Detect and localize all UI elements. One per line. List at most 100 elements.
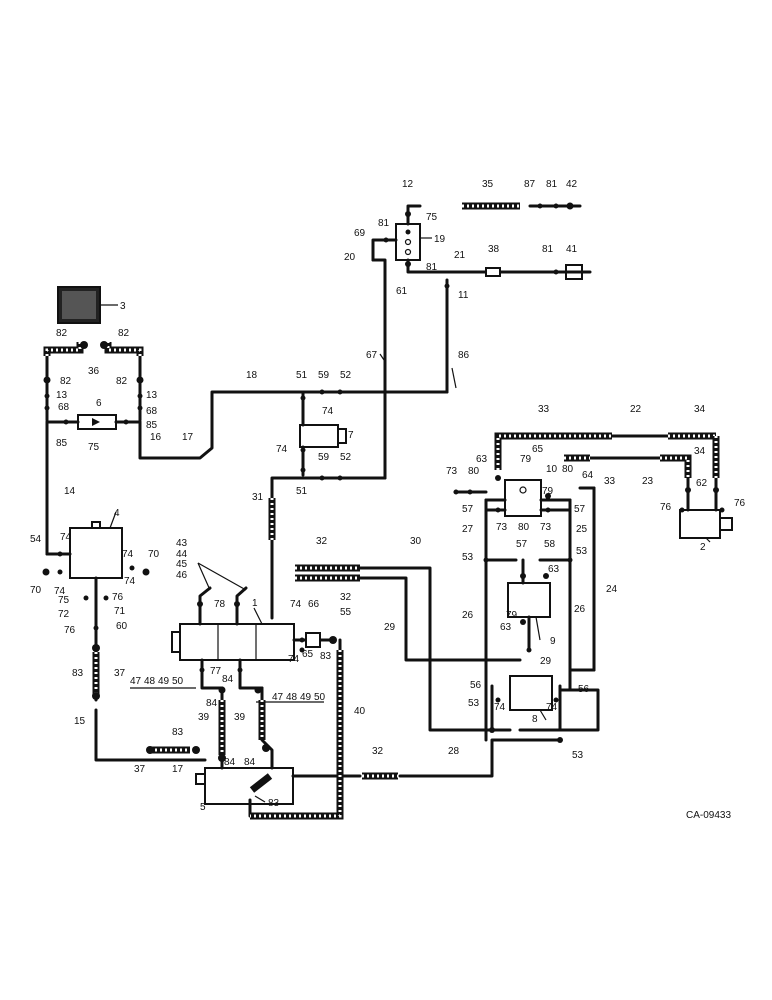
label-26-a: 26	[462, 610, 474, 621]
component-10-port	[519, 486, 527, 494]
label-12: 12	[402, 179, 414, 190]
label-77: 77	[210, 666, 222, 677]
label-53-c: 53	[468, 698, 480, 709]
label-45: 45	[176, 559, 188, 570]
label-23: 23	[642, 476, 654, 487]
label-74-g: 74	[322, 406, 334, 417]
label-1: 1	[252, 598, 258, 609]
label-83-d: 83	[268, 798, 280, 809]
label-74-b: 74	[122, 549, 134, 560]
label-42: 42	[566, 179, 578, 190]
label-68-a: 68	[58, 402, 70, 413]
label-81-d: 81	[542, 244, 554, 255]
label-18: 18	[246, 370, 258, 381]
label-50-a: 50	[172, 676, 184, 687]
label-62: 62	[696, 478, 708, 489]
label-59-b: 59	[318, 452, 330, 463]
label-13-b: 13	[146, 390, 158, 401]
component-5-shaft	[195, 773, 206, 785]
label-33-b: 33	[604, 476, 616, 487]
label-32-c: 32	[372, 746, 384, 757]
label-25: 25	[576, 524, 588, 535]
components	[57, 223, 733, 805]
component-1-valve-stack	[179, 623, 295, 661]
label-61: 61	[396, 286, 408, 297]
label-13-a: 13	[56, 390, 68, 401]
label-47-a: 47	[130, 676, 142, 687]
label-76-c: 76	[660, 502, 672, 513]
label-82-c: 82	[60, 376, 72, 387]
component-9-cylinder	[507, 582, 551, 618]
label-34-b: 34	[694, 446, 706, 457]
label-26-b: 26	[574, 604, 586, 615]
label-79-b: 79	[542, 486, 554, 497]
label-70-b: 70	[30, 585, 42, 596]
label-48-b: 48	[286, 692, 298, 703]
label-71: 71	[114, 606, 126, 617]
label-39-b: 39	[234, 712, 246, 723]
label-86: 86	[458, 350, 470, 361]
label-73-b: 73	[496, 522, 508, 533]
label-76-a: 76	[112, 592, 124, 603]
label-50-b: 50	[314, 692, 326, 703]
label-48-a: 48	[144, 676, 156, 687]
label-56-a: 56	[470, 680, 482, 691]
label-76-b: 76	[64, 625, 76, 636]
label-30: 30	[410, 536, 422, 547]
label-54: 54	[30, 534, 42, 545]
component-8-cylinder	[509, 675, 553, 711]
label-8: 8	[532, 714, 538, 725]
label-57-a: 57	[462, 504, 474, 515]
component-2-rod	[719, 517, 733, 531]
label-57-b: 57	[574, 504, 586, 515]
label-73-a: 73	[446, 466, 458, 477]
label-74-j: 74	[546, 702, 558, 713]
component-7-valve-end	[337, 428, 347, 444]
label-74-e: 74	[290, 599, 302, 610]
label-80-a: 80	[468, 466, 480, 477]
label-47-b: 47	[272, 692, 284, 703]
label-24: 24	[606, 584, 618, 595]
label-39-a: 39	[198, 712, 210, 723]
label-60: 60	[116, 621, 128, 632]
component-7-valve	[299, 424, 339, 448]
label-85-b: 85	[146, 420, 158, 431]
label-79-a: 79	[520, 454, 532, 465]
label-49-b: 49	[300, 692, 312, 703]
label-5: 5	[200, 802, 206, 813]
label-2: 2	[700, 542, 706, 553]
label-44: 44	[176, 549, 188, 560]
label-85-a: 85	[56, 438, 68, 449]
label-80-b: 80	[562, 464, 574, 475]
label-16: 16	[150, 432, 162, 443]
component-10-block	[504, 479, 542, 517]
component-19-port-a	[405, 229, 411, 235]
label-32-b: 32	[340, 592, 352, 603]
label-73-c: 73	[540, 522, 552, 533]
label-34-a: 34	[694, 404, 706, 415]
label-11: 11	[458, 290, 469, 301]
label-38: 38	[488, 244, 500, 255]
component-2-cylinder	[679, 509, 721, 539]
label-6: 6	[96, 398, 102, 409]
component-6-filter-arrow	[92, 418, 100, 426]
label-80-c: 80	[518, 522, 530, 533]
component-3-cooler-inner	[62, 291, 96, 319]
component-1-end	[171, 631, 181, 653]
component-4-reservoir	[69, 527, 123, 579]
label-4: 4	[114, 508, 120, 519]
label-58: 58	[544, 539, 556, 550]
label-56-b: 56	[578, 684, 590, 695]
label-68-b: 68	[146, 406, 158, 417]
label-37-b: 37	[134, 764, 146, 775]
label-65-b: 65	[532, 444, 544, 455]
plain-lines	[45, 204, 718, 818]
label-84-c: 84	[244, 757, 256, 768]
label-63-a: 63	[476, 454, 488, 465]
label-83-b: 83	[172, 727, 184, 738]
label-66: 66	[308, 599, 320, 610]
label-15: 15	[74, 716, 86, 727]
label-79-c: 79	[506, 610, 518, 621]
label-75-b: 75	[58, 595, 70, 606]
label-75-c: 75	[426, 212, 438, 223]
